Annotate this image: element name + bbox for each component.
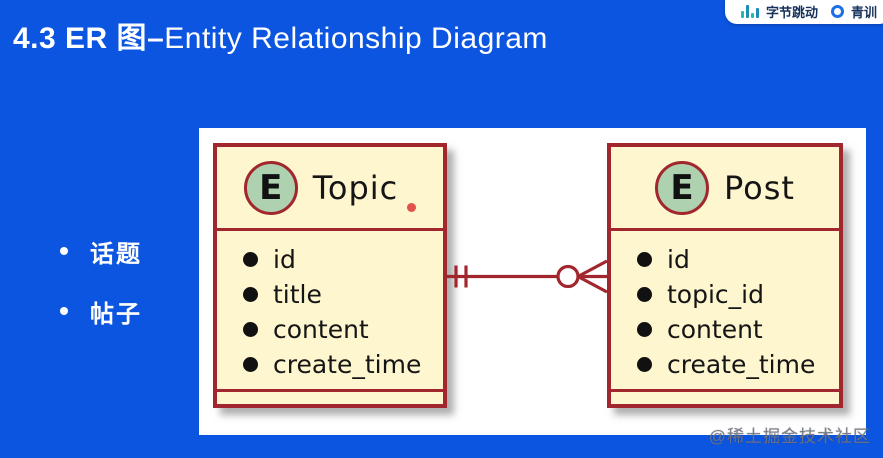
brand-badge: 字节跳动 青训 bbox=[724, 0, 883, 24]
field-dot-icon bbox=[637, 287, 652, 302]
entity-post-footer bbox=[611, 389, 839, 405]
entity-post: E Post id topic_id content crea bbox=[607, 143, 843, 408]
page-title-number: 4.3 ER 图 bbox=[13, 22, 148, 55]
entity-post-fields: id topic_id content create_time bbox=[611, 228, 839, 389]
field-dot-icon bbox=[243, 357, 258, 372]
bytedance-label: 字节跳动 bbox=[765, 4, 818, 20]
field-dot-icon bbox=[637, 357, 652, 372]
cardinality-ring-icon bbox=[556, 264, 580, 289]
er-diagram-panel: E Topic id title content bbox=[199, 128, 866, 435]
field-row: title bbox=[243, 277, 443, 312]
list-item: 帖子 bbox=[60, 296, 142, 328]
field-dot-icon bbox=[637, 252, 652, 267]
field-label: create_time bbox=[667, 350, 816, 379]
bullet-list: 话题 帖子 bbox=[60, 236, 142, 356]
crow-foot-top bbox=[577, 259, 608, 278]
entity-topic-fields: id title content create_time bbox=[217, 228, 443, 389]
list-item: 话题 bbox=[60, 236, 142, 268]
field-label: id bbox=[273, 245, 296, 274]
bytedance-bar-chart-icon bbox=[740, 4, 759, 18]
field-row: content bbox=[243, 312, 443, 347]
field-row: create_time bbox=[637, 347, 839, 382]
entity-topic: E Topic id title content bbox=[213, 143, 447, 408]
field-dot-icon bbox=[243, 252, 258, 267]
field-dot-icon bbox=[243, 287, 258, 302]
blue-ring-icon bbox=[830, 4, 844, 18]
field-label: topic_id bbox=[667, 280, 764, 309]
field-row: create_time bbox=[243, 347, 443, 382]
bullet-label-post: 帖子 bbox=[90, 300, 142, 328]
field-dot-icon bbox=[243, 322, 258, 337]
page-title-dash: – bbox=[147, 22, 165, 55]
page-title-subtitle: Entity Relationship Diagram bbox=[164, 22, 548, 55]
field-label: content bbox=[667, 315, 763, 344]
field-dot-icon bbox=[637, 322, 652, 337]
field-row: topic_id bbox=[637, 277, 839, 312]
entity-stereotype-circle: E bbox=[655, 160, 710, 215]
field-row: id bbox=[243, 242, 443, 277]
entity-topic-name: Topic bbox=[312, 168, 399, 207]
field-label: create_time bbox=[273, 350, 422, 379]
bullet-label-topic: 话题 bbox=[90, 240, 142, 268]
crow-foot-bottom bbox=[577, 275, 608, 294]
field-row: id bbox=[637, 242, 839, 277]
bullet-dot-icon bbox=[60, 307, 68, 315]
red-dot-marker bbox=[407, 203, 417, 212]
relationship-connector bbox=[447, 259, 608, 294]
field-label: content bbox=[273, 315, 369, 344]
field-row: content bbox=[637, 312, 839, 347]
watermark: @稀土掘金技术社区 bbox=[708, 427, 871, 446]
entity-post-name: Post bbox=[724, 168, 795, 207]
entity-post-header: E Post bbox=[611, 147, 839, 228]
field-label: title bbox=[273, 280, 322, 309]
entity-topic-header: E Topic bbox=[217, 147, 443, 228]
entity-topic-footer bbox=[217, 389, 443, 405]
entity-stereotype-circle: E bbox=[243, 160, 298, 215]
camp-label: 青训 bbox=[850, 4, 877, 20]
field-label: id bbox=[667, 245, 690, 274]
bullet-dot-icon bbox=[60, 247, 68, 255]
page-title: 4.3 ER 图–Entity Relationship Diagram bbox=[13, 13, 548, 57]
